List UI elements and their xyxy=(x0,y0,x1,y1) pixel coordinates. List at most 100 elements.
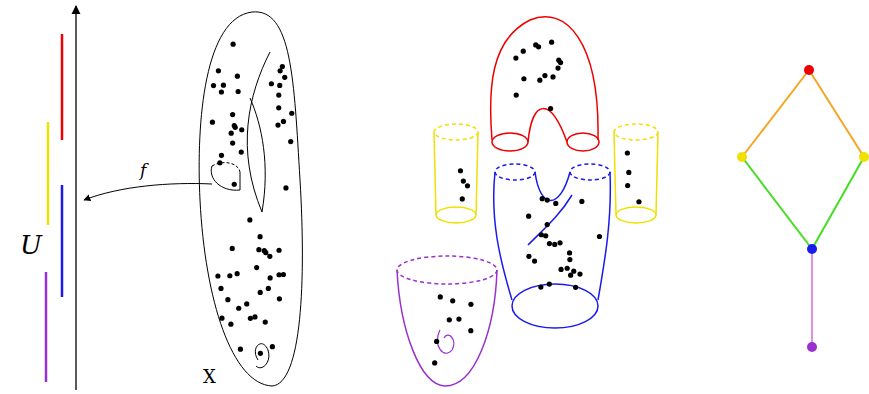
data-point xyxy=(258,290,263,295)
data-point xyxy=(552,242,557,247)
data-point xyxy=(458,168,463,173)
data-point xyxy=(276,248,281,253)
data-point xyxy=(215,273,220,278)
graph-vertex xyxy=(804,65,814,75)
hole xyxy=(247,52,270,212)
data-point xyxy=(232,182,237,187)
red-piece xyxy=(491,17,599,140)
data-point xyxy=(270,344,275,349)
yellow-piece xyxy=(434,132,478,215)
data-point xyxy=(254,265,259,270)
blue-piece xyxy=(528,195,572,245)
data-point xyxy=(248,316,253,321)
data-point xyxy=(558,267,563,272)
data-point xyxy=(276,272,281,277)
data-point xyxy=(228,322,233,327)
data-point xyxy=(579,199,584,204)
graph-edge xyxy=(811,249,813,347)
purple-piece xyxy=(397,270,497,386)
map-arrow xyxy=(84,184,212,200)
data-point xyxy=(468,328,473,333)
data-point xyxy=(550,74,555,79)
data-point xyxy=(625,183,630,188)
data-point xyxy=(565,266,570,271)
data-point xyxy=(219,153,224,158)
data-point xyxy=(545,222,550,227)
data-point xyxy=(542,73,547,78)
data-point xyxy=(247,217,252,222)
purple-piece xyxy=(397,256,497,284)
interval xyxy=(45,272,48,382)
data-point xyxy=(218,286,223,291)
data-points xyxy=(210,40,642,366)
data-point xyxy=(282,75,287,80)
data-point xyxy=(450,298,455,303)
interval xyxy=(61,34,64,140)
data-point xyxy=(263,320,268,325)
blue-piece xyxy=(494,172,611,300)
data-point xyxy=(549,40,554,45)
data-point xyxy=(432,360,437,365)
graph-vertex xyxy=(807,244,817,254)
yellow-piece xyxy=(614,124,658,140)
cover-label: U xyxy=(20,232,42,258)
data-point xyxy=(211,83,216,88)
data-point xyxy=(227,273,232,278)
data-point xyxy=(221,83,226,88)
data-point xyxy=(461,178,466,183)
data-point xyxy=(597,234,602,239)
data-point xyxy=(268,275,273,280)
interval xyxy=(61,185,64,297)
data-point xyxy=(526,214,531,219)
data-point xyxy=(540,196,545,201)
graph-vertex xyxy=(737,152,747,162)
data-point xyxy=(567,257,572,262)
data-point xyxy=(230,141,235,146)
data-point xyxy=(513,55,518,60)
handle xyxy=(255,344,269,368)
graph-edge xyxy=(742,157,812,249)
data-point xyxy=(558,60,563,65)
data-point xyxy=(626,170,631,175)
data-point xyxy=(235,271,240,276)
data-point xyxy=(548,106,553,111)
data-point xyxy=(229,131,234,136)
data-point xyxy=(231,42,236,47)
data-point xyxy=(547,241,552,246)
data-point xyxy=(557,240,562,245)
blue-piece xyxy=(570,164,610,180)
data-point xyxy=(262,248,267,253)
data-point xyxy=(625,150,630,155)
data-point xyxy=(276,92,281,97)
data-point xyxy=(434,339,439,344)
data-point xyxy=(514,92,519,97)
data-point xyxy=(567,250,572,255)
graph-edge xyxy=(812,157,864,249)
data-point xyxy=(256,247,261,252)
space-outline xyxy=(199,12,302,386)
graph-edge xyxy=(742,70,809,157)
axis xyxy=(75,6,76,390)
space-label: X xyxy=(203,368,216,386)
yellow-piece xyxy=(616,207,656,223)
data-point xyxy=(573,285,578,290)
blue-piece xyxy=(495,164,535,180)
data-point xyxy=(235,74,240,79)
data-point xyxy=(571,269,576,274)
graph-vertex xyxy=(859,152,869,162)
interval xyxy=(47,122,50,225)
data-point xyxy=(230,112,235,117)
data-point xyxy=(283,185,288,190)
yellow-piece xyxy=(434,124,478,140)
data-point xyxy=(447,317,452,322)
data-point xyxy=(539,232,544,237)
data-point xyxy=(257,234,262,239)
purple-piece xyxy=(437,330,454,353)
data-point xyxy=(267,254,272,259)
data-point xyxy=(456,316,461,321)
red-piece xyxy=(492,133,528,151)
hole xyxy=(250,98,265,212)
data-point xyxy=(543,233,548,238)
data-point xyxy=(239,127,244,132)
yellow-piece xyxy=(614,132,658,215)
